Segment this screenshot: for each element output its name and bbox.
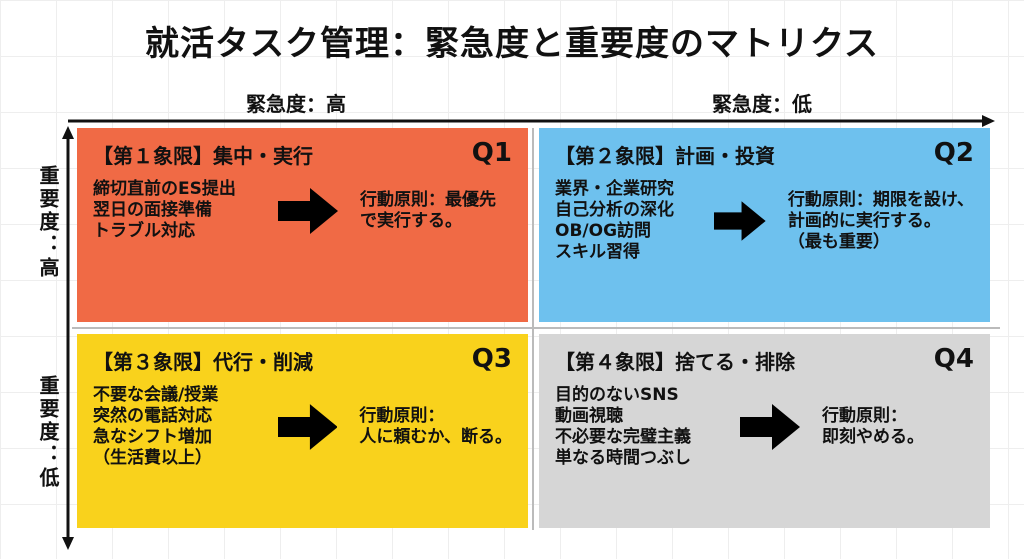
- rule-line: 人に頼むか、断る。: [359, 427, 512, 447]
- task-item: 突然の電話対応: [93, 406, 212, 426]
- action-rule: 行動原則：人に頼むか、断る。: [359, 406, 512, 448]
- rule-line: （最も重要）: [787, 231, 890, 252]
- quadrant-id: Q2: [933, 138, 974, 168]
- y-axis-arrowhead-up: [62, 126, 74, 139]
- quadrant-q3: 【第３象限】代行・削減 Q3 不要な会議/授業突然の電話対応急なシフト増加（生活費…: [77, 334, 528, 528]
- rule-line: で実行する。: [360, 210, 462, 231]
- task-item: （生活費以上）: [93, 448, 212, 468]
- action-rule: 行動原則：期限を設け、計画的に実行する。（最も重要）: [788, 190, 974, 253]
- rule-line: 行動原則：: [359, 406, 445, 426]
- x-axis-arrowhead: [982, 115, 995, 127]
- importance-low-label: 重要度：低: [36, 375, 60, 490]
- task-item: 締切直前のES提出: [93, 179, 236, 199]
- quadrant-id: Q1: [471, 138, 512, 168]
- task-item: トラブル対応: [93, 221, 195, 241]
- importance-high-label: 重要度：高: [36, 165, 60, 280]
- task-item: 翌日の面接準備: [93, 200, 212, 220]
- quadrant-header: 【第２象限】計画・投資: [555, 144, 775, 168]
- rule-line: 行動原則：最優先: [360, 189, 496, 210]
- right-arrow-icon: [277, 404, 338, 450]
- quadrant-q1: 【第１象限】集中・実行 Q1 締切直前のES提出翌日の面接準備トラブル対応 行動原…: [77, 128, 528, 322]
- urgency-high-label: 緊急度：高: [246, 92, 346, 116]
- rule-line: 行動原則：: [822, 406, 907, 426]
- task-item: 急なシフト増加: [93, 427, 212, 447]
- task-item: 業界・企業研究: [555, 179, 674, 199]
- quadrant-header: 【第３象限】代行・削減: [93, 350, 313, 374]
- right-arrow-icon: [740, 404, 800, 450]
- right-arrow-icon: [714, 201, 766, 241]
- task-list: 不要な会議/授業突然の電話対応急なシフト増加（生活費以上）: [93, 385, 278, 469]
- task-item: 単なる時間つぶし: [555, 448, 691, 468]
- task-item: 動画視聴: [555, 406, 623, 426]
- task-list: 締切直前のES提出翌日の面接準備トラブル対応: [93, 179, 278, 242]
- quadrant-header: 【第４象限】捨てる・排除: [555, 350, 795, 374]
- task-item: スキル習得: [555, 242, 640, 262]
- action-rule: 行動原則：最優先で実行する。: [360, 190, 496, 232]
- task-item: 不必要な完璧主義: [555, 427, 691, 447]
- rule-line: 行動原則：期限を設け、: [787, 189, 974, 210]
- task-item: 不要な会議/授業: [93, 385, 219, 405]
- quadrant-id: Q3: [471, 344, 512, 374]
- task-item: OB/OG訪問: [555, 221, 652, 241]
- urgency-low-label: 緊急度：低: [712, 92, 812, 116]
- right-arrow-icon: [278, 187, 338, 234]
- task-item: 自己分析の深化: [555, 200, 674, 220]
- y-axis-arrowhead-down: [62, 537, 74, 550]
- task-item: 目的のないSNS: [555, 385, 679, 405]
- action-rule: 行動原則：即刻やめる。: [822, 406, 924, 448]
- page-title: 就活タスク管理：緊急度と重要度のマトリクス: [145, 24, 879, 64]
- rule-line: 計画的に実行する。: [787, 210, 941, 231]
- quadrant-id: Q4: [933, 344, 974, 374]
- quadrant-header: 【第１象限】集中・実行: [93, 144, 313, 168]
- rule-line: 即刻やめる。: [822, 427, 924, 447]
